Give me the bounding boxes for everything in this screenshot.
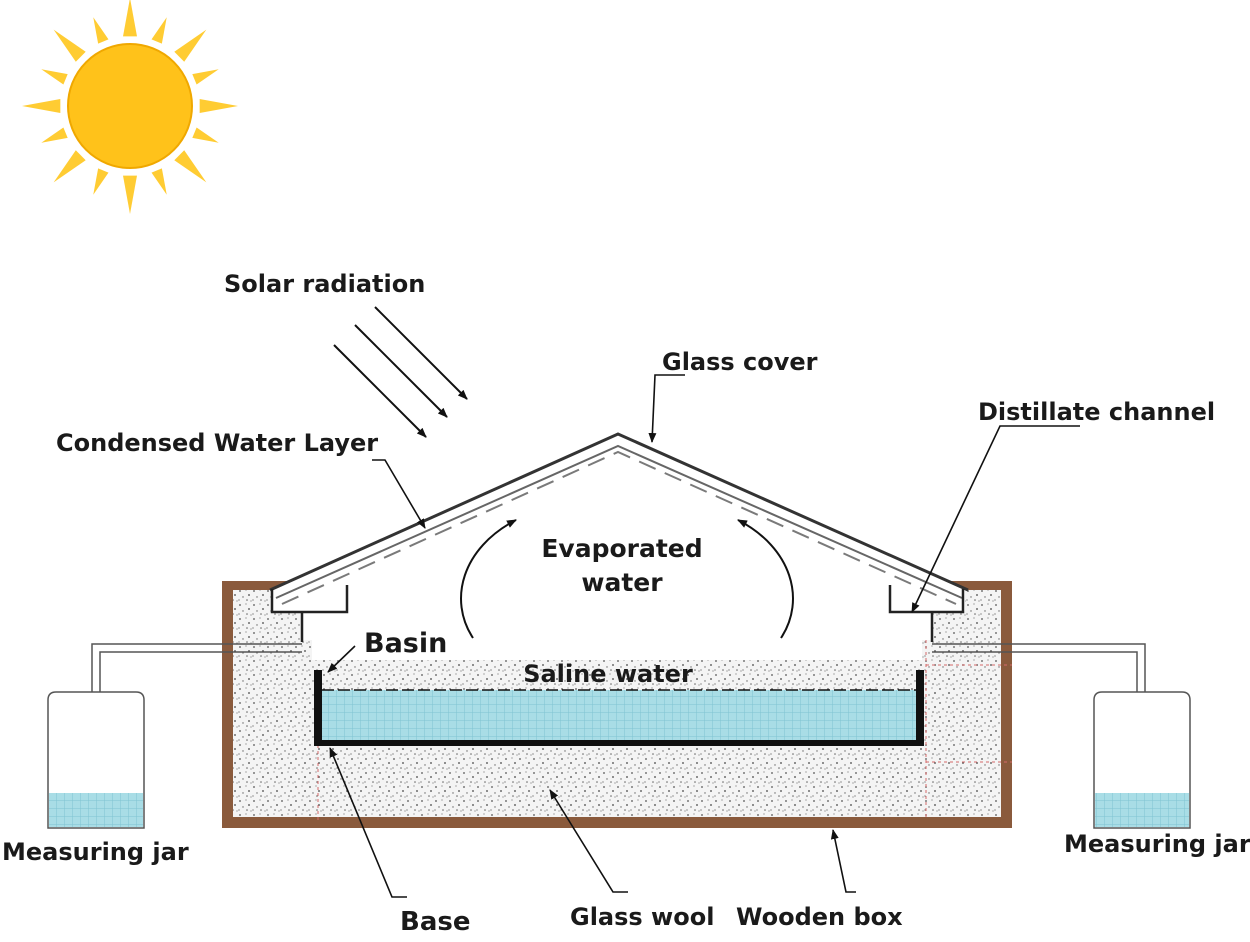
leader-glass-wool: [549, 789, 628, 893]
sun-ray: [151, 168, 167, 195]
leader-base: [329, 747, 407, 898]
leader-glass-cover: [648, 374, 685, 443]
radiation-arrow: [374, 306, 468, 400]
pipe-left-inner: [99, 651, 302, 692]
sun-ray: [53, 29, 86, 62]
leader-distillate-channel: [911, 425, 1080, 613]
sun-ray: [22, 99, 61, 113]
label-glass-cover: Glass cover: [662, 348, 818, 376]
sun-ray: [93, 168, 109, 195]
pipe-right-inner: [932, 651, 1138, 692]
distillate-channels: [270, 585, 965, 642]
label-measuring-jar-right: Measuring jar: [1064, 830, 1250, 858]
distillate-pipes: [91, 643, 1146, 692]
glass-cover: [269, 432, 969, 605]
solar-radiation-arrows: [333, 306, 468, 438]
distillate-channel-left: [270, 585, 349, 614]
sun-ray: [174, 150, 207, 183]
leader-basin: [327, 645, 356, 673]
evaporation-arrow-right: [737, 519, 794, 639]
measuring-jar-right: [1093, 691, 1191, 829]
pipe-left-outer: [91, 643, 302, 692]
still-cavity: [272, 437, 965, 660]
sun-icon: [22, 0, 238, 214]
measuring-jar-left: [47, 691, 145, 829]
sun-ray: [151, 17, 167, 44]
radiation-arrow: [333, 344, 427, 438]
leader-condensed-water: [372, 459, 426, 529]
sun-ray: [123, 0, 137, 37]
guide-lines: [317, 640, 1012, 820]
evaporation-arrow-left: [460, 519, 517, 639]
label-condensed-water-layer: Condensed Water Layer: [56, 429, 378, 457]
jar-water: [49, 793, 143, 827]
saline-water: [322, 690, 916, 740]
label-distillate-channel: Distillate channel: [978, 398, 1215, 426]
sun-ray: [123, 175, 137, 214]
label-solar-radiation: Solar radiation: [224, 270, 425, 298]
sun-ray: [53, 150, 86, 183]
pipe-right-outer: [932, 643, 1146, 692]
sun-ray: [41, 127, 68, 143]
jar-water: [1095, 793, 1189, 827]
condensed-water-layer: [281, 450, 957, 605]
label-wooden-box: Wooden box: [736, 903, 903, 931]
sun-ray: [199, 99, 238, 113]
label-evaporated-water-1: Evaporated: [541, 534, 702, 563]
label-glass-wool: Glass wool: [570, 903, 714, 931]
radiation-arrow: [354, 324, 448, 418]
sun-core: [68, 44, 192, 168]
label-basin: Basin: [364, 628, 447, 659]
sun-ray: [192, 127, 219, 143]
sun-ray: [174, 29, 207, 62]
sun-ray: [41, 69, 68, 85]
distillate-channel-right: [888, 585, 965, 614]
sun-ray: [192, 69, 219, 85]
label-base: Base: [400, 907, 470, 937]
label-evaporated-water-2: water: [581, 568, 663, 597]
leader-lines: [327, 374, 1080, 898]
leader-wooden-box: [830, 829, 856, 893]
evaporation-arrows: [460, 519, 794, 639]
sun-ray: [93, 17, 109, 44]
label-saline-water: Saline water: [523, 660, 693, 688]
label-measuring-jar-left: Measuring jar: [2, 838, 189, 866]
